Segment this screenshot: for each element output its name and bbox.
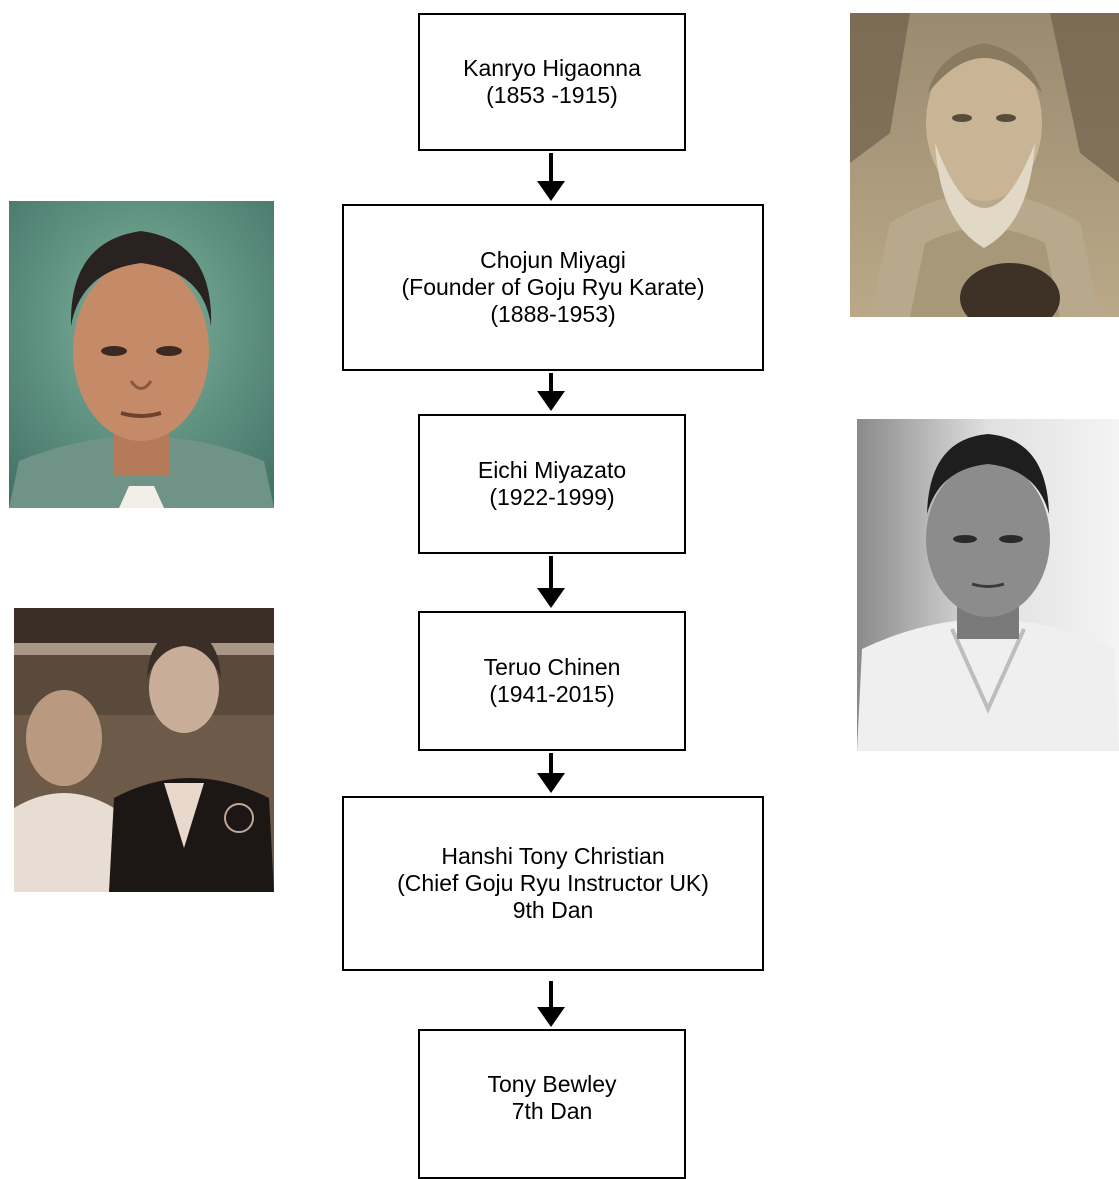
node-name: Chojun Miyagi [480,247,626,273]
portrait-painting-miyagi [9,201,274,508]
lineage-node-tony-christian: Hanshi Tony Christian (Chief Goju Ryu In… [342,796,764,971]
down-arrow-icon [537,373,565,411]
portrait-photo-miyazato [857,419,1119,751]
down-arrow-icon [537,556,565,608]
node-dates: (1922-1999) [489,484,615,510]
node-title: (Founder of Goju Ryu Karate) [401,274,705,300]
lineage-node-teruo-chinen: Teruo Chinen (1941-2015) [418,611,686,751]
node-title: (Chief Goju Ryu Instructor UK) [397,870,709,896]
node-name: Teruo Chinen [483,654,621,680]
lineage-node-chojun-miyagi: Chojun Miyagi (Founder of Goju Ryu Karat… [342,204,764,371]
down-arrow-icon [537,153,565,201]
node-name: Hanshi Tony Christian [441,843,665,869]
node-name: Tony Bewley [487,1071,617,1097]
lineage-node-tony-bewley: Tony Bewley 7th Dan [418,1029,686,1179]
lineage-node-kanryo-higaonna: Kanryo Higaonna (1853 -1915) [418,13,686,151]
node-name: Kanryo Higaonna [463,55,641,81]
node-name: Eichi Miyazato [477,457,627,483]
group-photo-chinen-christian [14,608,274,892]
node-dates: (1853 -1915) [486,82,618,108]
node-rank: 7th Dan [511,1098,593,1124]
node-rank: 9th Dan [512,897,594,923]
node-dates: (1888-1953) [490,301,616,327]
down-arrow-icon [537,753,565,793]
node-dates: (1941-2015) [489,681,615,707]
lineage-node-eichi-miyazato: Eichi Miyazato (1922-1999) [418,414,686,554]
portrait-photo-higaonna [850,13,1119,317]
down-arrow-icon [537,981,565,1027]
